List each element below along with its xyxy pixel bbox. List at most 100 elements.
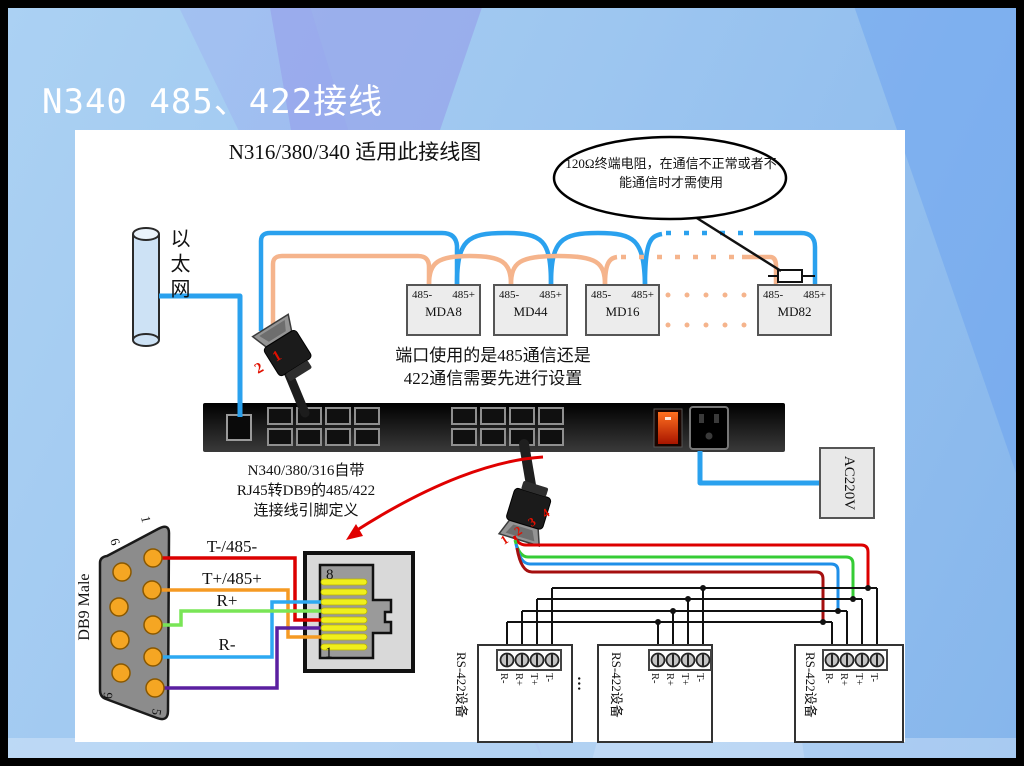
rs422-label-3: RS-422设备	[803, 652, 818, 718]
rj45-port-bank-2	[451, 407, 564, 446]
db9-male-label: DB9 Male	[76, 573, 93, 641]
callout-line2: 能通信时才需使用	[618, 175, 723, 190]
wire-rminus	[153, 600, 322, 659]
cable-note-line2: RJ45转DB9的485/422	[236, 483, 376, 499]
terminal-screw-slots	[506, 654, 878, 666]
cable-note-line3: 连接线引脚定义	[253, 503, 359, 519]
label-t-plus-485-plus: T+/485+	[202, 569, 262, 588]
ac220v-box	[819, 447, 875, 519]
md-485-plus: 485+	[539, 289, 562, 301]
rj45-pin8-number: 8	[326, 567, 334, 583]
md-device-name: MD82	[777, 304, 812, 319]
power-switch	[653, 408, 683, 448]
rj45-pins	[320, 578, 368, 651]
terminal-label: T-	[868, 673, 879, 682]
terminal-labels-device3: R- R+ T+ T-	[823, 673, 879, 686]
md-device-name: MD44	[513, 304, 548, 319]
wire-tminus-485minus	[153, 556, 322, 622]
port-note-line1: 端口使用的是485通信还是	[395, 346, 591, 365]
md-485-plus: 485+	[803, 289, 826, 301]
port-note-line2: 422通信需要先进行设置	[403, 369, 583, 388]
bus-junction-dots	[655, 585, 871, 625]
terminal-resistor	[768, 269, 815, 283]
red-arrow	[346, 455, 544, 540]
more-devices-ellipsis: …	[574, 676, 590, 691]
rs422-label-2: RS-422设备	[609, 652, 624, 718]
terminal-label: T+	[853, 673, 864, 685]
rs422-device-boxes	[477, 644, 904, 743]
callout-line1: 120Ω终端电阻，在通信不正常或者不	[565, 156, 777, 171]
port-setting-note: 端口使用的是485通信还是 422通信需要先进行设置	[350, 344, 636, 390]
rj45-port-bank-1	[267, 407, 380, 446]
wire-rplus	[153, 609, 322, 627]
md-device-md82: 485- 485+ MD82	[758, 285, 831, 335]
terminal-label: T+	[679, 673, 690, 685]
md-device-md44: 485- 485+ MD44	[494, 285, 567, 335]
wire-tplus-485plus	[152, 588, 322, 639]
slide-title: N340 485、422接线	[42, 82, 384, 122]
rj45-pin1-number: 1	[325, 645, 333, 661]
terminal-label: T+	[528, 673, 539, 685]
terminal-labels-device2: R- R+ T+ T-	[649, 673, 705, 686]
ethernet-label: 以太网	[167, 228, 189, 303]
terminal-blocks	[496, 649, 888, 671]
db9-pin6-number: 6	[107, 536, 123, 547]
db9-pins	[109, 548, 165, 698]
terminal-labels-device1: R- R+ T+ T-	[498, 673, 554, 686]
wire-422-rminus	[515, 547, 825, 622]
terminal-label: R-	[498, 673, 509, 684]
diagram-heading: N316/380/340 适用此接线图	[228, 140, 482, 164]
ethernet-wire	[159, 293, 243, 417]
terminal-label: R+	[513, 673, 524, 686]
wire-gnd	[155, 626, 322, 690]
db9-connector-2	[497, 481, 552, 548]
wire-422-rplus	[514, 543, 840, 611]
md-485-plus: 485+	[452, 289, 475, 301]
wire-485-minus	[270, 253, 779, 326]
power-wire	[697, 451, 820, 486]
connector1-pin2-number: 2	[252, 360, 266, 378]
serial-server-device	[203, 403, 785, 452]
bus-lines	[506, 587, 878, 657]
md-485-minus: 485-	[412, 289, 433, 301]
background-bottom-band	[8, 738, 1016, 758]
terminal-label: R-	[823, 673, 834, 684]
label-t-minus-485-minus: T-/485-	[206, 537, 258, 556]
cable-note-line1: N340/380/316自带	[247, 463, 365, 479]
ethernet-cylinder-icon	[132, 227, 160, 347]
rs422-label-1: RS-422设备	[454, 652, 469, 718]
wire-485-plus	[258, 230, 818, 331]
terminal-label: T-	[694, 673, 705, 682]
callout-note: 120Ω终端电阻，在通信不正常或者不 能通信时才需使用	[560, 154, 782, 192]
wire-422-tminus	[512, 535, 870, 588]
md-485-minus: 485-	[591, 289, 612, 301]
ac-inlet	[689, 406, 729, 450]
label-r-minus: R-	[218, 635, 236, 654]
terminal-label: R-	[649, 673, 660, 684]
callout-line	[691, 213, 782, 273]
db9-connector-1	[251, 313, 312, 381]
terminal-label: T-	[543, 673, 554, 682]
cable-definition-note: N340/380/316自带 RJ45转DB9的485/422 连接线引脚定义	[193, 461, 419, 521]
terminal-screws	[499, 652, 885, 668]
more-devices-dots	[665, 292, 747, 328]
md-485-minus: 485-	[499, 289, 520, 301]
md-485-plus: 485+	[631, 289, 654, 301]
md-device-name: MD16	[605, 304, 640, 319]
terminal-label: R+	[838, 673, 849, 686]
md-485-minus: 485-	[763, 289, 784, 301]
db9-pin5-number: 5	[149, 707, 165, 716]
md-device-mda8: 485- 485+ MDA8	[407, 285, 480, 335]
wire-422-tplus	[513, 539, 855, 599]
md-device-name: MDA8	[425, 304, 462, 319]
ethernet-port	[226, 414, 252, 441]
md-device-boxes	[406, 284, 832, 336]
ac220v-label: AC220V	[841, 455, 857, 511]
callout-ellipse	[552, 135, 788, 221]
label-r-plus: R+	[216, 591, 238, 610]
db9-pin9-number: 9	[100, 692, 116, 700]
db9-pin1-number: 1	[138, 515, 154, 524]
md-device-md16: 485- 485+ MD16	[586, 285, 659, 335]
